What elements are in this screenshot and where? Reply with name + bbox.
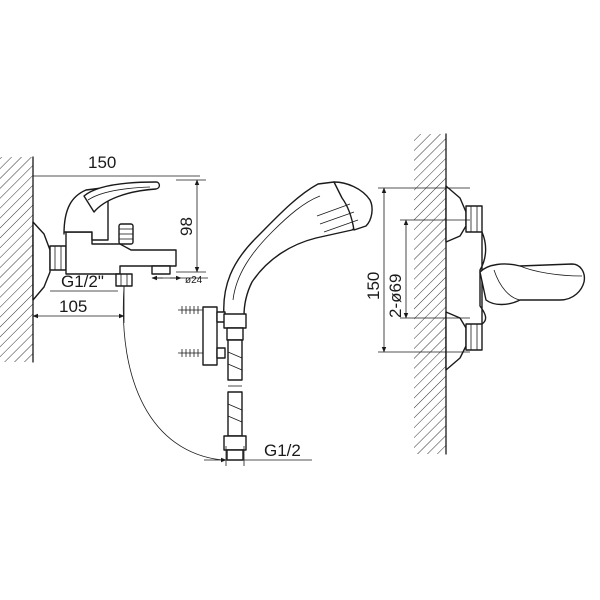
dim-width-label: 150	[88, 153, 116, 172]
hand-shower	[178, 181, 373, 461]
dimension-side-height: 150	[364, 187, 470, 353]
right-wall	[414, 133, 447, 455]
dim-side-height-label: 150	[364, 272, 383, 300]
screw-top	[178, 306, 203, 314]
dimension-width: 150	[33, 153, 200, 177]
screw-bottom	[178, 349, 203, 357]
dim-105-label: 105	[59, 297, 87, 316]
dimension-height: 98	[176, 179, 206, 273]
dim-height-label: 98	[177, 217, 196, 236]
dim-escutcheon-label: 2-ø69	[386, 274, 405, 318]
inlet-thread-label: G1/2"	[61, 272, 104, 291]
dimension-wall-to-outlet: 105	[32, 286, 125, 323]
label-inlet-thread: G1/2"	[50, 272, 118, 292]
label-hose-thread: G1/2	[204, 441, 312, 466]
wall-mixer-side-view	[445, 185, 586, 371]
dimension-escutcheon-diameter: 2-ø69	[386, 219, 470, 319]
hose-thread-label: G1/2	[264, 441, 301, 460]
left-wall	[0, 156, 34, 363]
dimension-outlet-diameter: ø24	[151, 275, 208, 286]
dim-outlet-label: ø24	[185, 275, 203, 286]
bath-mixer-side-view	[32, 181, 223, 461]
